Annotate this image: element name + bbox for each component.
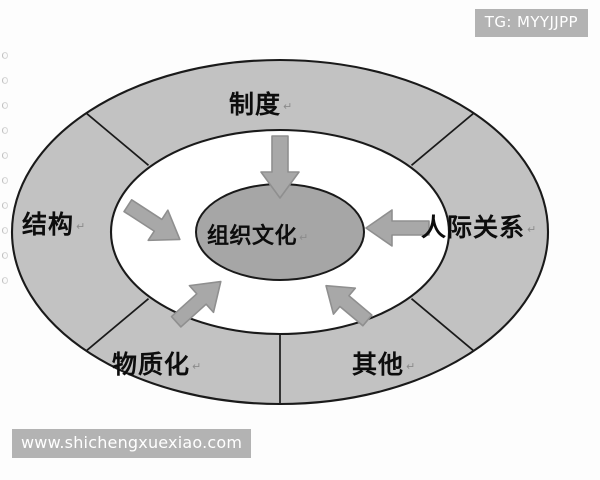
- segment-label-left: 结构↵: [22, 205, 86, 241]
- center-label-text: 组织文化: [207, 224, 298, 249]
- segment-label-bottom-right: 其他↵: [352, 345, 416, 381]
- segment-label-right: 人际关系↵: [421, 208, 537, 244]
- paragraph-mark-icon: ↵: [192, 359, 203, 373]
- divider-right-bottom: [410, 298, 474, 351]
- segment-label-left-text: 结构: [22, 210, 75, 239]
- segment-label-top: 制度↵: [229, 85, 293, 121]
- tg-watermark-badge: TG: MYYJJPP: [474, 9, 588, 37]
- paragraph-mark-icon: ↵: [406, 359, 417, 373]
- segment-label-bottom-left-text: 物质化: [112, 350, 191, 379]
- divider-left-bottom: [86, 298, 150, 351]
- arrow-left: [123, 198, 181, 242]
- divider-top-right: [410, 113, 474, 166]
- paragraph-mark-icon: ↵: [527, 222, 538, 236]
- segment-dividers: [86, 113, 474, 404]
- divider-left-top: [86, 113, 150, 166]
- center-label: 组织文化↵: [207, 218, 309, 250]
- arrow-bottom-right: [325, 284, 373, 327]
- arrow-bottom-left: [170, 280, 222, 328]
- segment-label-bottom-left: 物质化↵: [112, 345, 202, 381]
- paragraph-mark-icon: ↵: [299, 230, 309, 244]
- segment-label-bottom-right-text: 其他: [352, 350, 405, 379]
- paragraph-mark-icon: ↵: [283, 99, 294, 113]
- segment-label-right-text: 人际关系: [421, 213, 526, 242]
- arrow-top: [260, 135, 300, 199]
- arrow-right: [365, 209, 430, 247]
- site-url-watermark: www.shichengxuexiao.com: [12, 429, 252, 458]
- segment-label-top-text: 制度: [229, 90, 282, 119]
- paragraph-mark-icon: ↵: [76, 219, 87, 233]
